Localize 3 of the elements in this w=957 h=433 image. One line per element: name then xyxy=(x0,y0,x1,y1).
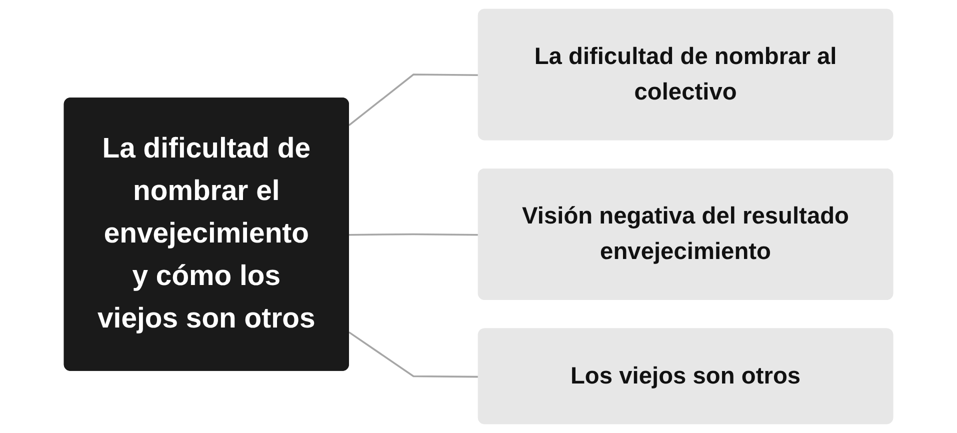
connector xyxy=(348,331,480,378)
connector xyxy=(348,233,480,236)
connector xyxy=(348,74,480,126)
